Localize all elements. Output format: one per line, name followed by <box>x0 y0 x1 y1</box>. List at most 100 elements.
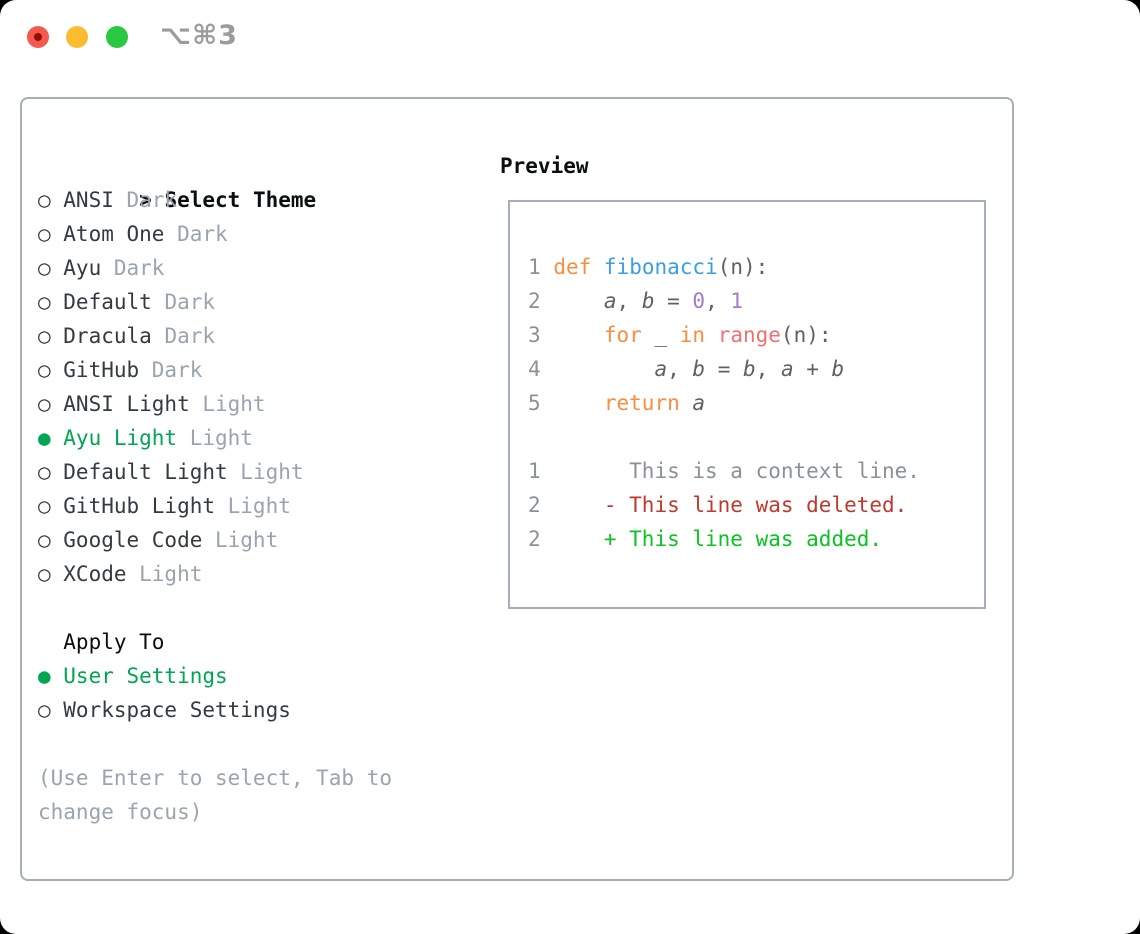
theme-name: XCode <box>63 562 127 586</box>
code-token <box>705 323 718 347</box>
code-token: def <box>553 255 592 279</box>
preview-header: Preview <box>500 154 589 178</box>
theme-name: Default Light <box>63 460 228 484</box>
theme-name: Ayu <box>63 256 102 280</box>
blank-line <box>528 420 984 454</box>
select-theme-header: >Select Theme <box>38 149 498 212</box>
theme-name: ANSI <box>63 188 114 212</box>
line-number: 1 <box>528 255 541 279</box>
code-token <box>680 391 693 415</box>
code-token: , <box>705 289 731 313</box>
theme-variant-label: Light <box>240 460 304 484</box>
code-line: 1 def fibonacci(n): <box>528 250 984 284</box>
radio-icon: ○ <box>38 460 51 484</box>
titlebar: ⌥⌘3 <box>0 0 1140 70</box>
theme-name: Google Code <box>63 528 203 552</box>
code-line: 3 for _ in range(n): <box>528 318 984 352</box>
code-line: 5 return a <box>528 386 984 420</box>
selected-radio-icon: ● <box>38 664 51 688</box>
theme-variant-label: Dark <box>126 188 178 212</box>
code-token <box>541 323 604 347</box>
theme-option-ayu[interactable]: ○ Ayu Dark <box>38 251 498 285</box>
code-token: b <box>641 289 655 313</box>
code-token: 1 <box>730 289 744 313</box>
theme-name: Default <box>63 290 152 314</box>
code-token: - This line was deleted. <box>603 493 908 517</box>
code-token: a <box>654 357 668 381</box>
theme-variant-label: Dark <box>113 256 165 280</box>
select-theme-title: Select Theme <box>164 188 317 212</box>
apply-option-user-settings[interactable]: ● User Settings <box>38 659 498 693</box>
code-token: fibonacci <box>603 255 718 279</box>
code-token <box>541 357 655 381</box>
selected-radio-icon: ● <box>38 426 51 450</box>
window-shortcut-label: ⌥⌘3 <box>160 20 238 51</box>
theme-variant-label: Dark <box>164 324 216 348</box>
code-token: , <box>667 357 693 381</box>
code-token: = <box>705 357 743 381</box>
theme-variant-label: Light <box>189 426 253 450</box>
code-token <box>541 493 604 517</box>
code-token <box>541 255 554 279</box>
code-line: 4 a, b = b, a + b <box>528 352 984 386</box>
theme-name: GitHub <box>63 358 140 382</box>
code-token: This is a context line. <box>540 459 920 483</box>
code-token: + This line was added. <box>603 527 883 551</box>
apply-to-header: Apply To <box>63 630 165 654</box>
code-line: 2 + This line was added. <box>528 522 984 556</box>
line-number: 2 <box>528 527 541 551</box>
apply-option-label: Workspace Settings <box>63 698 291 722</box>
code-line: 2 - This line was deleted. <box>528 488 984 522</box>
apply-option-workspace-settings[interactable]: ○Workspace Settings <box>38 693 498 727</box>
code-token: range <box>717 323 781 347</box>
code-token: b <box>743 357 756 381</box>
code-token: b <box>831 357 845 381</box>
hint-line-2: change focus) <box>38 800 203 824</box>
line-number: 1 <box>528 459 541 483</box>
theme-variant-label: Light <box>202 392 266 416</box>
code-token: return <box>603 391 680 415</box>
radio-icon: ○ <box>38 528 51 552</box>
theme-name: Ayu Light <box>63 426 178 450</box>
code-line: 2 a, b = 0, 1 <box>528 284 984 318</box>
theme-name: Atom One <box>63 222 165 246</box>
maximize-button[interactable] <box>106 26 128 48</box>
theme-option-ansi-light[interactable]: ○ ANSI Light Light <box>38 387 498 421</box>
theme-option-xcode[interactable]: ○ XCode Light <box>38 557 498 591</box>
code-token: + <box>793 357 832 381</box>
radio-icon: ○ <box>38 324 51 348</box>
code-token <box>541 289 604 313</box>
close-button[interactable] <box>27 26 49 48</box>
theme-variant-label: Dark <box>177 222 228 246</box>
spacer <box>38 727 498 761</box>
theme-option-ayu-light[interactable]: ● Ayu Light Light <box>38 421 498 455</box>
radio-icon: ○ <box>38 358 51 382</box>
radio-icon: ○ <box>38 290 51 314</box>
theme-variant-label: Light <box>139 562 203 586</box>
keyboard-hint: (Use Enter to select, Tab to change focu… <box>38 761 498 829</box>
apply-option-label: User Settings <box>63 664 228 688</box>
code-token: 0 <box>692 289 706 313</box>
code-token <box>541 527 604 551</box>
radio-icon: ○ <box>38 562 51 586</box>
theme-variant-label: Light <box>227 494 291 518</box>
minimize-button[interactable] <box>66 26 88 48</box>
code-token <box>541 391 604 415</box>
radio-icon: ○ <box>38 256 51 280</box>
hint-line-1: (Use Enter to select, Tab to <box>38 766 393 790</box>
code-token: = <box>654 289 693 313</box>
theme-name: ANSI Light <box>63 392 190 416</box>
code-token: a <box>780 357 794 381</box>
code-token: , <box>616 289 642 313</box>
radio-icon: ○ <box>38 392 51 416</box>
theme-option-default-light[interactable]: ○ Default Light Light <box>38 455 498 489</box>
